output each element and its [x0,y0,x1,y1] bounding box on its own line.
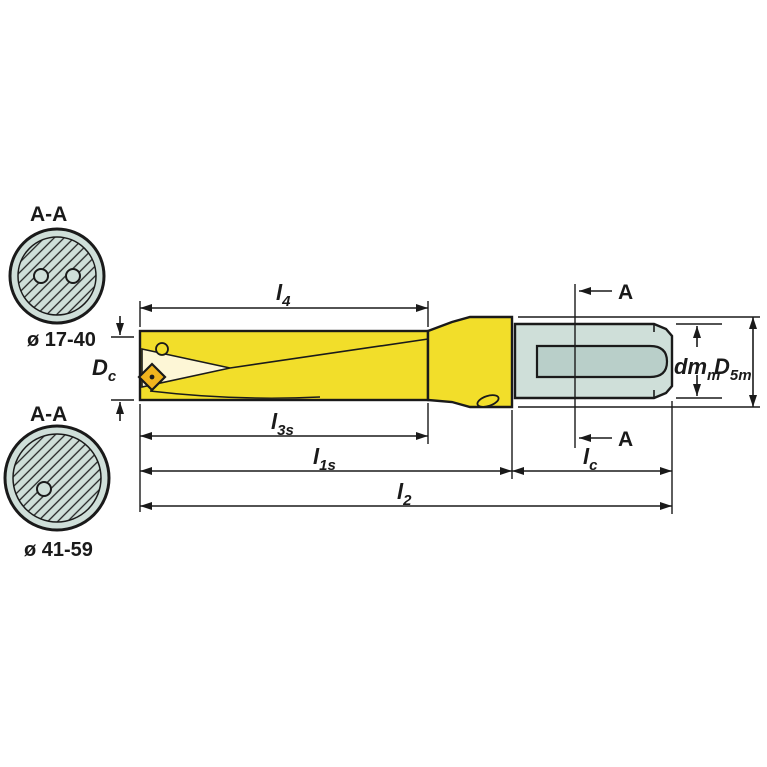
drill-shank [513,322,674,400]
flute-edge-line [229,338,429,369]
section-view-small: A-A ø 17-40 [8,203,106,351]
section-marker-top: A [618,281,633,304]
section-hatch-lower [12,433,102,523]
section-marker-bottom: A [618,428,633,451]
shank-flat-slot [535,344,669,379]
dim-label-D5m: D5m [714,354,752,384]
flange [426,315,514,409]
diameter-range-lower: ø 41-59 [24,539,93,561]
section-hatch-upper [17,236,97,316]
dim-label-Dc: Dc [92,355,117,385]
dimension-dmm: dmm [674,323,722,399]
diameter-range-upper: ø 17-40 [27,329,96,351]
dim-label-l1s: l1s [313,444,336,474]
dimension-l2: l2 [140,479,672,510]
insert-screw-dot [149,374,155,380]
dim-label-dmm: dmm [674,354,720,384]
section-title-upper: A-A [30,203,67,226]
dimension-l4: l4 [139,280,429,327]
coolant-hole-right-upper [65,268,81,284]
dim-label-lc: lc [583,444,598,474]
dimension-l1s-lc: l1s lc [140,401,673,514]
dimension-Dc: Dc [92,316,134,421]
coolant-hole-left-upper [33,268,49,284]
section-view-large: A-A ø 41-59 [3,403,111,561]
dimension-l3s: l3s [139,403,429,512]
dim-label-l2: l2 [397,479,412,509]
dim-label-l4: l4 [276,280,291,310]
flute-curve-line [149,390,321,399]
drill-body [137,315,514,409]
insert-screw [155,342,169,356]
section-title-lower: A-A [30,403,67,426]
coolant-hole-lower [36,481,52,497]
coolant-port [476,394,500,408]
section-plane-a: A A [574,281,633,451]
dim-label-l3s: l3s [271,409,294,439]
dimension-D5m: D5m [518,316,760,408]
